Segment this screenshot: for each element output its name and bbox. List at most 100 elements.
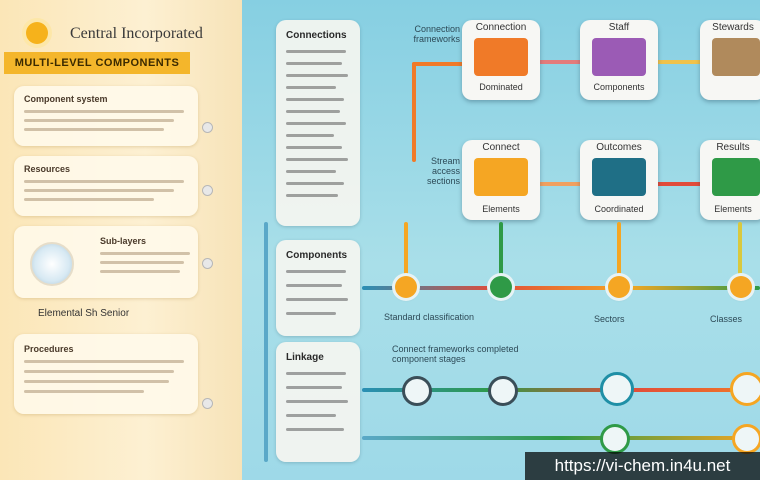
connector-line	[538, 182, 586, 186]
diagram-area: Connections Components Linkage Connectio…	[242, 0, 760, 480]
text-line	[24, 119, 174, 122]
text-line	[286, 312, 336, 315]
text-line	[286, 414, 336, 417]
node-connect[interactable]: Connect Elements	[462, 140, 540, 220]
text-line	[24, 189, 174, 192]
text-line	[286, 74, 348, 77]
connector-knob	[202, 122, 213, 133]
document-icon[interactable]	[600, 372, 634, 406]
node-caption: Elements	[482, 204, 520, 214]
text-line	[286, 372, 346, 375]
left-card-2[interactable]: Resources	[14, 156, 198, 216]
node-title: Connection	[475, 22, 527, 33]
node-title: Connect	[482, 142, 520, 153]
text-line	[24, 110, 184, 113]
column-card-title: Components	[286, 250, 348, 261]
row-caption: Standard classification	[384, 312, 475, 322]
left-card-title: Sub-layers	[100, 236, 147, 246]
left-panel: Central Incorporated MULTI-LEVEL COMPONE…	[0, 0, 242, 480]
node-swatch	[474, 158, 528, 196]
node-title: Outcomes	[596, 142, 642, 153]
row-caption: Sectors	[594, 314, 625, 324]
text-line	[100, 261, 184, 264]
node-dot[interactable]	[490, 276, 512, 298]
connector-line	[656, 182, 704, 186]
column-card-3[interactable]: Linkage	[276, 342, 360, 462]
connector-line	[738, 222, 742, 284]
node-caption: Dominated	[479, 82, 523, 92]
text-line	[100, 252, 190, 255]
text-line	[286, 146, 342, 149]
connector-line	[412, 62, 416, 162]
column-card-1[interactable]: Connections	[276, 20, 360, 226]
node-dot[interactable]	[730, 276, 752, 298]
side-label-row1: Connection frameworks	[413, 24, 460, 44]
text-line	[24, 180, 184, 183]
node-swatch	[712, 158, 760, 196]
text-line	[286, 400, 348, 403]
text-line	[286, 284, 342, 287]
connector-line	[362, 436, 760, 440]
node-connection[interactable]: Connection Dominated	[462, 20, 540, 100]
left-card-title: Resources	[24, 164, 71, 174]
text-line	[24, 198, 154, 201]
connector-knob	[202, 398, 213, 409]
connector-knob	[202, 185, 213, 196]
text-line	[24, 370, 174, 373]
text-line	[24, 360, 184, 363]
text-line	[286, 50, 346, 53]
text-line	[286, 270, 346, 273]
node-caption: Components	[593, 82, 645, 92]
text-line	[286, 298, 348, 301]
connector-line	[656, 60, 704, 64]
logo-icon	[26, 22, 48, 44]
document-icon[interactable]	[402, 376, 432, 406]
side-label-row2: Stream access sections	[426, 156, 460, 186]
left-card-1[interactable]: Component system	[14, 86, 198, 146]
text-line	[24, 390, 144, 393]
text-line	[24, 128, 164, 131]
connector-line	[538, 60, 586, 64]
brand-title: Central Incorporated	[70, 25, 203, 42]
connector-line	[499, 222, 503, 284]
banner: MULTI-LEVEL COMPONENTS	[4, 52, 190, 74]
document-icon[interactable]	[730, 372, 760, 406]
connector-line	[362, 286, 760, 290]
document-icon[interactable]	[600, 424, 630, 454]
column-card-title: Connections	[286, 30, 347, 41]
text-line	[24, 380, 169, 383]
text-line	[286, 134, 334, 137]
node-caption: Elements	[714, 204, 752, 214]
left-card-title: Component system	[24, 94, 108, 104]
node-dot[interactable]	[608, 276, 630, 298]
text-line	[286, 170, 336, 173]
column-card-2[interactable]: Components	[276, 240, 360, 336]
node-title: Stewards	[712, 22, 754, 33]
connector-knob	[202, 258, 213, 269]
node-results[interactable]: Results Elements	[700, 140, 760, 220]
row-caption: Classes	[710, 314, 743, 324]
node-swatch	[712, 38, 760, 76]
node-title: Results	[716, 142, 750, 153]
bottom-caption: Connect frameworks completed component s…	[392, 344, 519, 364]
text-line	[286, 86, 336, 89]
left-card-4[interactable]: Procedures	[14, 334, 198, 414]
connector-line	[617, 222, 621, 284]
text-line	[286, 62, 342, 65]
text-line	[286, 122, 346, 125]
node-swatch	[592, 38, 646, 76]
left-card-title: Procedures	[24, 344, 74, 354]
node-stewards[interactable]: Stewards	[700, 20, 760, 100]
connector-line	[412, 62, 464, 66]
node-staff[interactable]: Staff Components	[580, 20, 658, 100]
document-icon[interactable]	[732, 424, 760, 454]
node-outcomes[interactable]: Outcomes Coordinated	[580, 140, 658, 220]
node-dot[interactable]	[395, 276, 417, 298]
document-icon[interactable]	[488, 376, 518, 406]
text-line	[286, 386, 342, 389]
text-line	[286, 110, 340, 113]
node-swatch	[474, 38, 528, 76]
text-line	[286, 98, 344, 101]
column-card-title: Linkage	[286, 352, 324, 363]
connector-line	[264, 222, 268, 462]
